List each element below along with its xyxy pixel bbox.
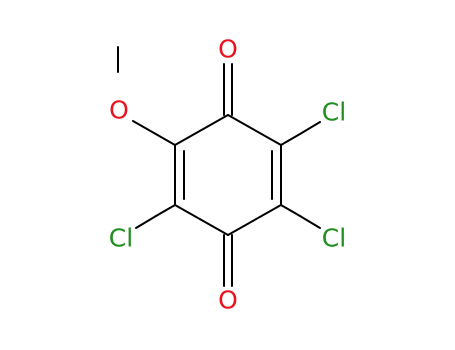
bond-methoxy-o-c1-o-side xyxy=(132,120,155,134)
atom-label-o-methoxy: O xyxy=(109,96,129,125)
bond-c1-c2 xyxy=(174,114,229,146)
bond-c6-cl-c-side xyxy=(155,204,176,217)
bond-c4-cl-cl-side xyxy=(299,215,321,229)
bond-layer xyxy=(117,46,321,287)
bond-c6-cl-cl-side xyxy=(135,215,157,229)
atom-label-o-top: O xyxy=(218,35,238,64)
bond-c2-c3 xyxy=(227,114,282,146)
bond-c3-cl-c-side xyxy=(280,133,301,146)
bond-methoxy-o-c1-c-side xyxy=(153,132,176,146)
atom-label-layer: O O O Cl Cl Cl xyxy=(109,35,346,315)
atom-label-o-bottom: O xyxy=(218,286,238,315)
atom-label-cl-left: Cl xyxy=(109,224,133,253)
atom-label-cl-lower-right: Cl xyxy=(322,224,346,253)
bond-c5-c6 xyxy=(174,204,229,236)
bond-c4-cl-c-side xyxy=(280,204,301,217)
bond-c4-c5 xyxy=(227,204,282,236)
bond-c3-cl-cl-side xyxy=(299,121,321,135)
atom-label-cl-upper-right: Cl xyxy=(322,98,346,127)
